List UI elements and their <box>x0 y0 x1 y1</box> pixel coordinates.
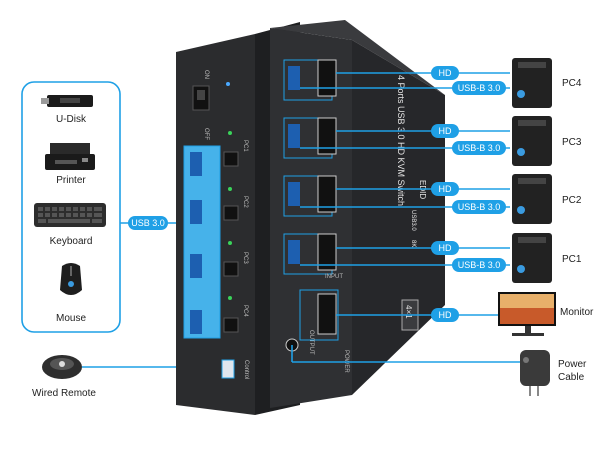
front-usb-port-4[interactable] <box>190 310 202 334</box>
pc-led-label-2: PC2 <box>242 196 248 208</box>
pc1-tower-icon <box>512 233 552 283</box>
pc3-hd-pill: HD <box>439 126 452 136</box>
pc2-usb-pill: USB-B 3.0 <box>458 202 501 212</box>
power-label-2: Cable <box>558 372 585 383</box>
pc3-button[interactable] <box>223 261 239 277</box>
keyboard-icon <box>34 203 106 227</box>
pc2-hd-pill: HD <box>439 184 452 194</box>
device-side <box>352 40 445 395</box>
device-top <box>270 20 445 95</box>
rear-inputs <box>283 59 337 275</box>
pc2-hdmi-port[interactable] <box>317 175 337 213</box>
device-usb30: USB3.0 <box>410 210 416 231</box>
wired-remote-icon <box>42 355 82 379</box>
pc1-hdmi-port[interactable] <box>317 233 337 271</box>
pc2-led <box>228 187 232 191</box>
pc2-usb-b-port[interactable] <box>288 182 300 206</box>
wired-remote-label: Wired Remote <box>32 388 96 399</box>
pc2-label: PC2 <box>562 195 582 206</box>
pc3-hdmi-port[interactable] <box>317 117 337 155</box>
device-8k: 8K <box>410 240 416 247</box>
printer-icon <box>45 143 95 170</box>
pc3-usb-b-port[interactable] <box>288 124 300 148</box>
monitor-label: Monitor <box>560 307 594 318</box>
output-label: OUTPUT <box>308 330 314 355</box>
pc3-label: PC3 <box>562 137 582 148</box>
pc3-tower-icon <box>512 116 552 166</box>
on-label: ON <box>203 70 209 79</box>
pc3-usb-pill: USB-B 3.0 <box>458 143 501 153</box>
front-usb-panel <box>183 145 221 339</box>
control-label: Control <box>243 360 249 379</box>
power-led <box>226 82 230 86</box>
pc2-button[interactable] <box>223 205 239 221</box>
mouse-icon <box>60 263 82 295</box>
pc4-tower-icon <box>512 58 552 108</box>
pc4-label: PC4 <box>562 78 582 89</box>
keyboard-label: Keyboard <box>50 236 93 247</box>
front-usb-port-1[interactable] <box>190 152 202 176</box>
monitor-icon <box>498 292 556 336</box>
pc1-led <box>228 131 232 135</box>
input-label: INPUT <box>325 274 343 280</box>
pc1-button[interactable] <box>223 151 239 167</box>
udisk-label: U-Disk <box>56 114 87 125</box>
front-usb-port-2[interactable] <box>190 200 202 224</box>
pc4-led <box>228 296 232 300</box>
pc1-hd-pill: HD <box>439 243 452 253</box>
pc-led-label-3: PC3 <box>242 252 248 264</box>
pc1-label: PC1 <box>562 254 582 265</box>
front-usb-port-3[interactable] <box>190 254 202 278</box>
printer-label: Printer <box>56 175 86 186</box>
pc1-usb-b-port[interactable] <box>288 240 300 264</box>
pc-led-label-4: PC4 <box>242 305 248 317</box>
mouse-label: Mouse <box>56 313 86 324</box>
control-port[interactable] <box>221 359 235 379</box>
pc3-led <box>228 241 232 245</box>
udisk-icon <box>41 95 93 107</box>
pc-led-label-1: PC1 <box>242 140 248 152</box>
usb-hub-pill <box>128 216 168 230</box>
device-model-badge: 4×1 <box>404 305 413 319</box>
pc4-hdmi-port[interactable] <box>317 59 337 97</box>
device-side-text: 4 Ports USB 3.0 HD KVM Switch <box>396 75 406 206</box>
pc4-button[interactable] <box>223 317 239 333</box>
usb-hub-label: USB 3.0 <box>131 218 165 228</box>
pc4-usb-pill: USB-B 3.0 <box>458 83 501 93</box>
power-label-1: Power <box>558 359 587 370</box>
pc4-usb-b-port[interactable] <box>288 66 300 90</box>
pc4-hd-pill: HD <box>439 68 452 78</box>
pc2-tower-icon <box>512 174 552 224</box>
output-hdmi-port[interactable] <box>317 293 337 335</box>
monitor-hd-pill: HD <box>439 310 452 320</box>
off-label: OFF <box>203 128 209 140</box>
power-adapter-icon <box>520 350 550 396</box>
pc1-usb-pill: USB-B 3.0 <box>458 260 501 270</box>
